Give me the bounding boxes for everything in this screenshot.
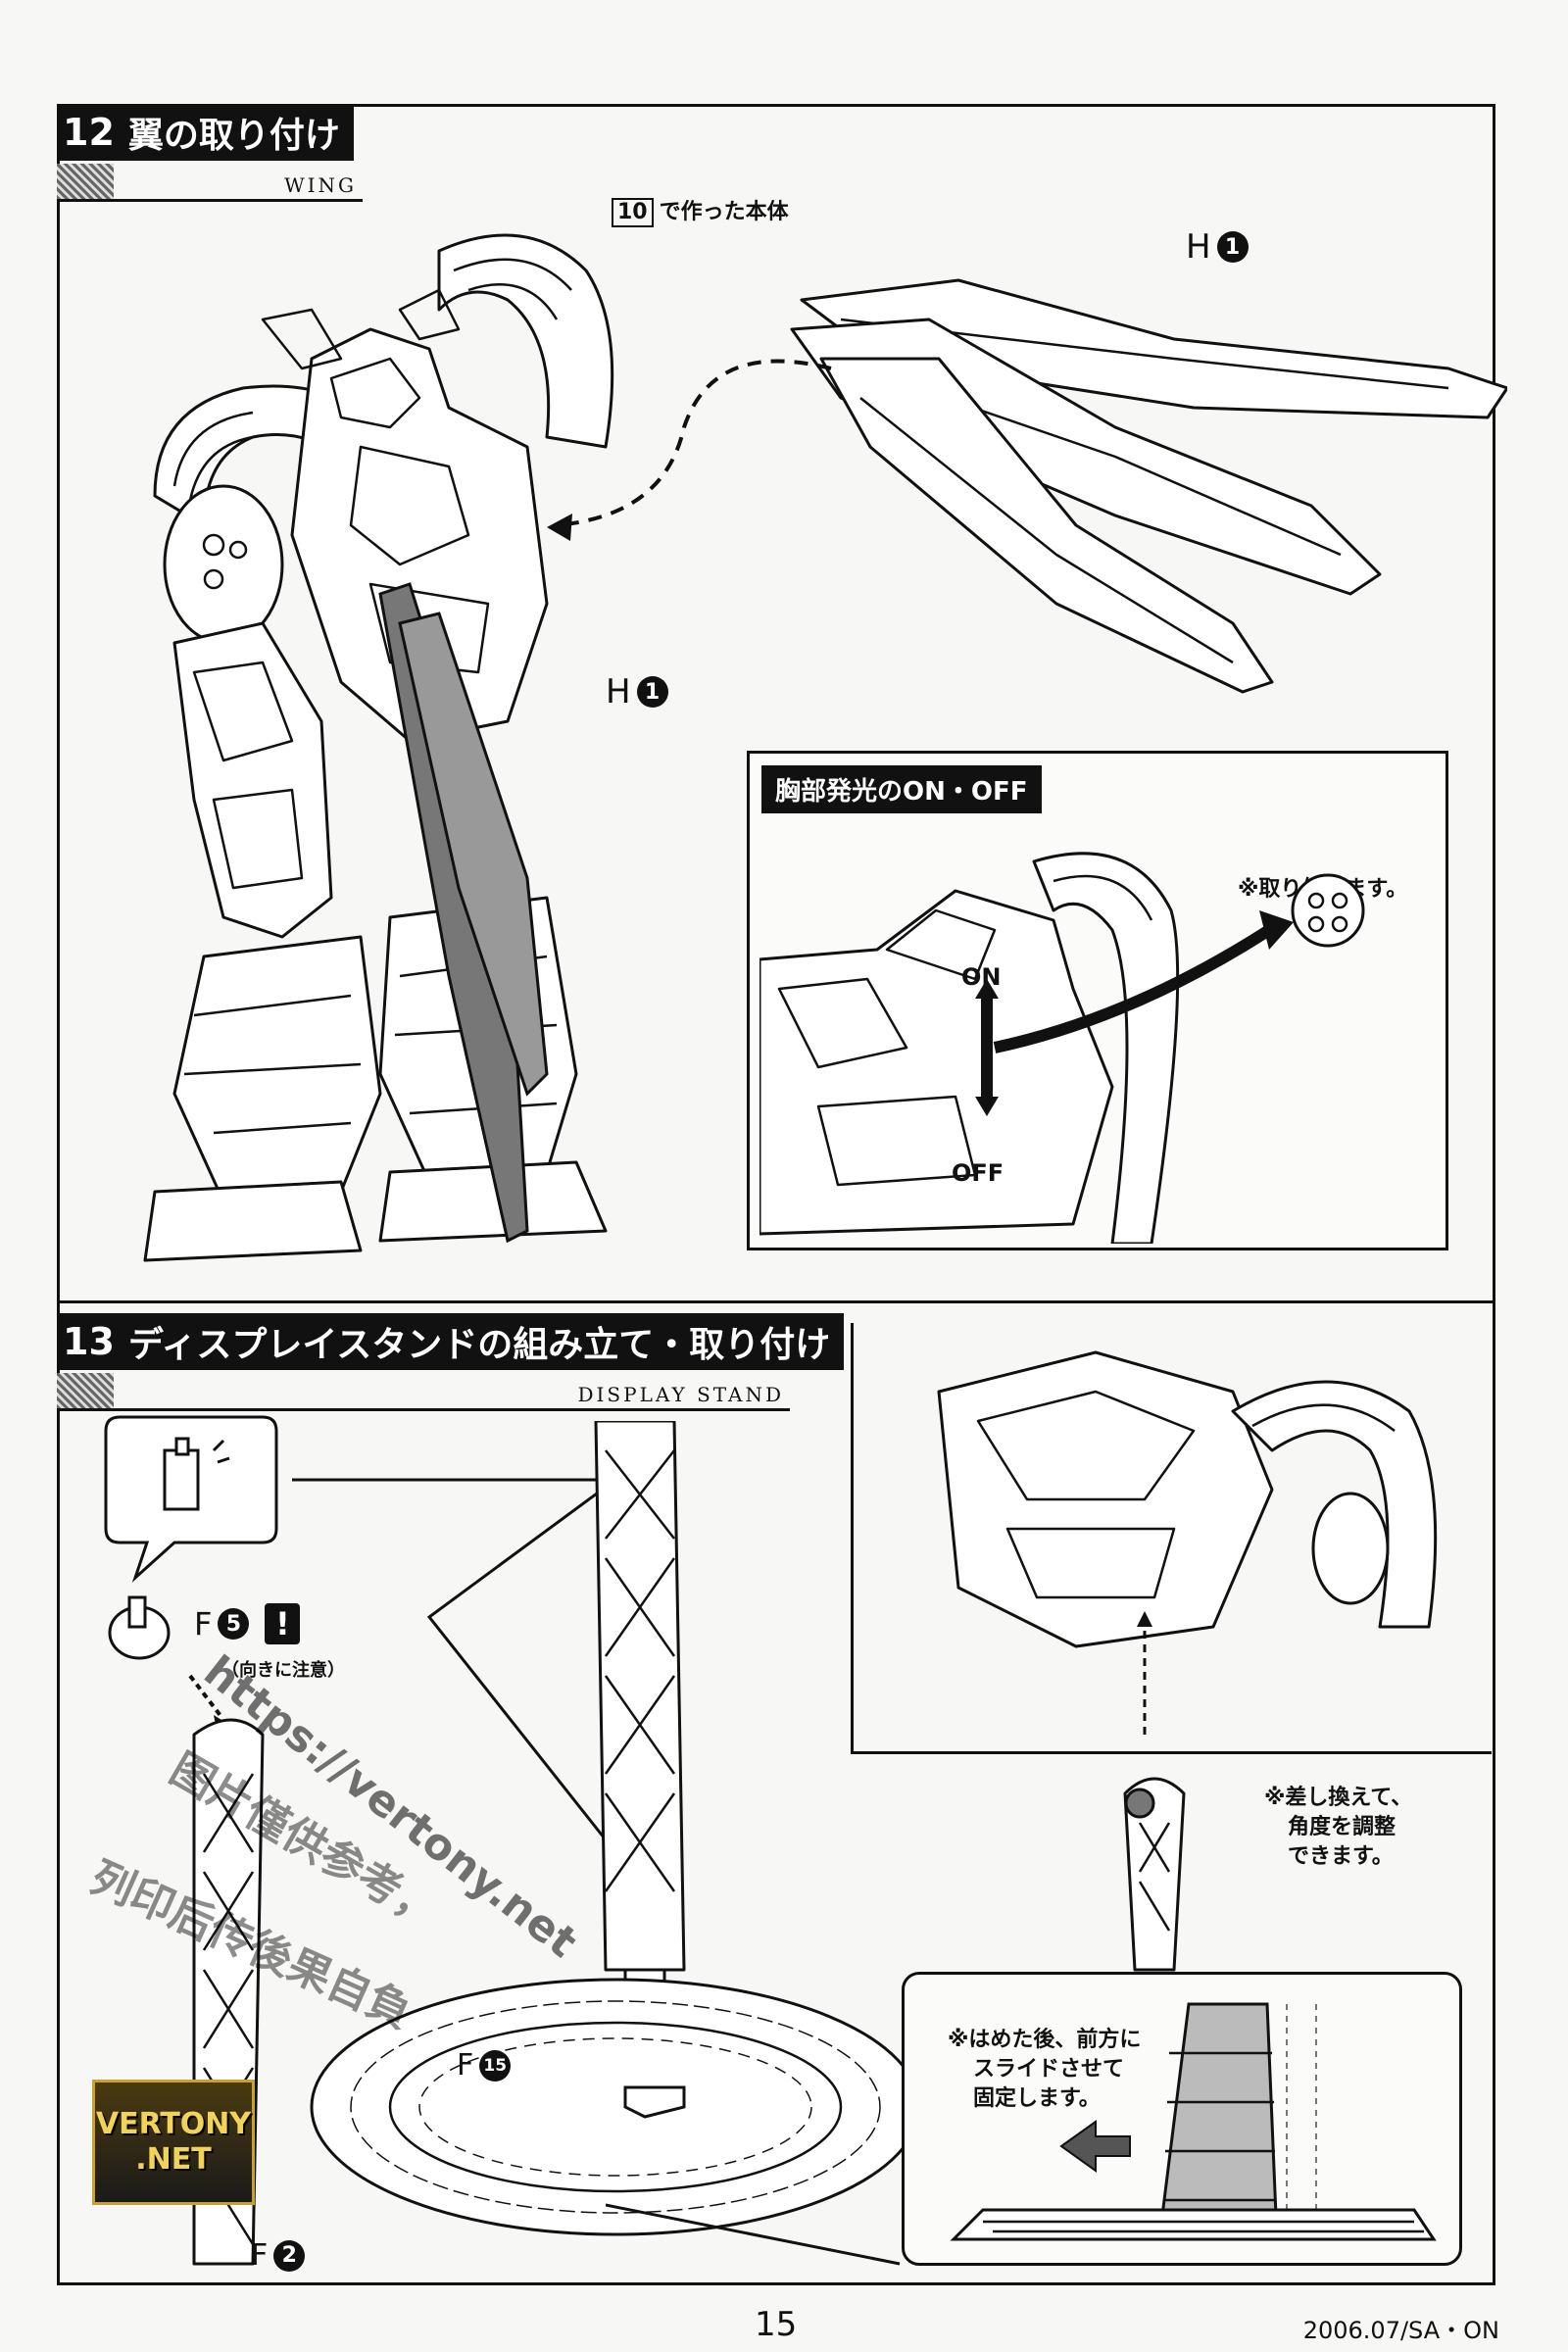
caution-icon: ! <box>265 1603 301 1644</box>
stand-pillar-center-illustration <box>594 1421 686 1989</box>
part-number: 1 <box>1216 231 1249 263</box>
part-h1-top: H 1 <box>1186 227 1249 267</box>
step-13-title: ディスプレイスタンドの組み立て・取り付け <box>120 1313 845 1370</box>
step-12-number: 12 <box>57 104 121 161</box>
chest-detail-illustration <box>760 852 1365 1244</box>
slide-fix-inset: ※はめた後、前方に スライドさせて 固定します。 <box>902 1972 1462 2266</box>
part-number: 5 <box>218 1608 250 1640</box>
hatch-decoration <box>57 1373 114 1408</box>
attach-guide-line <box>547 359 832 541</box>
reference-text: で作った本体 <box>659 200 789 224</box>
part-f5: F 5 ! <box>194 1603 301 1644</box>
peg-part-illustration <box>108 1595 171 1660</box>
part-letter: H <box>1186 227 1211 267</box>
step-12-subtitle: WING <box>284 173 357 197</box>
note-line: 角度を調整 <box>1288 1815 1396 1839</box>
print-code: 2006.07/SA・ON <box>1302 2317 1499 2344</box>
hatch-decoration <box>57 164 114 199</box>
part-letter: H <box>606 672 631 711</box>
part-number: 2 <box>273 2239 306 2272</box>
part-f2: F 2 <box>251 2238 306 2273</box>
robot-body-illustration <box>143 233 614 1262</box>
note-line: ※はめた後、前方に <box>948 2028 1142 2052</box>
inset-leader-line <box>606 2203 901 2266</box>
stand-pillar-tip-illustration <box>1123 1777 1186 1972</box>
speech-bubble-detail <box>104 1415 278 1583</box>
note-line: 固定します。 <box>973 2086 1101 2111</box>
step-13-subhead: DISPLAY STAND <box>57 1372 790 1411</box>
logo-line-2: .NET <box>135 2142 212 2177</box>
slide-fix-note: ※はめた後、前方に スライドさせて 固定します。 <box>948 2026 1141 2114</box>
step-12-header: 12 翼の取り付け <box>57 104 354 161</box>
part-letter: F <box>457 2048 474 2082</box>
note-line: スライドさせて <box>973 2057 1125 2082</box>
page-frame <box>57 104 1495 2285</box>
step-12-subhead: WING <box>57 163 363 202</box>
part-number: 1 <box>636 676 668 708</box>
step-13-number: 13 <box>57 1313 121 1370</box>
page-number: 15 <box>755 2305 798 2344</box>
step-13-header: 13 ディスプレイスタンドの組み立て・取り付け <box>57 1313 845 1370</box>
part-letter: F <box>194 1605 213 1642</box>
on-label: ON <box>961 963 1002 991</box>
logo-line-1: VERTONY <box>95 2107 252 2141</box>
mounted-robot-illustration <box>937 1350 1438 1735</box>
zoom-leader-lines <box>292 1478 620 1853</box>
reference-step-number: 10 <box>612 198 654 227</box>
part-number: 15 <box>479 2049 512 2082</box>
slide-detail-illustration <box>950 2002 1437 2241</box>
step-12-title: 翼の取り付け <box>120 104 354 161</box>
part-letter: F <box>251 2238 269 2273</box>
wing-parts-illustration <box>790 278 1507 694</box>
inset-title: 胸部発光のON・OFF <box>761 765 1042 813</box>
note-line: ※差し換えて、 <box>1264 1786 1413 1810</box>
chest-light-inset: 胸部発光のON・OFF ※取り外します。 ON OFF <box>747 751 1448 1250</box>
orientation-caution: （向きに注意） <box>221 1660 345 1681</box>
off-label: OFF <box>952 1159 1004 1187</box>
part-f15: F 15 <box>457 2048 512 2082</box>
note-line: できます。 <box>1288 1844 1394 1869</box>
mounted-view-inset <box>851 1323 1492 1754</box>
vertony-logo: VERTONY .NET <box>92 2080 255 2205</box>
step-13-subtitle: DISPLAY STAND <box>577 1383 784 1406</box>
angle-adjust-note: ※差し換えて、 角度を調整 できます。 <box>1264 1784 1412 1872</box>
part-h1-middle: H 1 <box>606 672 668 711</box>
